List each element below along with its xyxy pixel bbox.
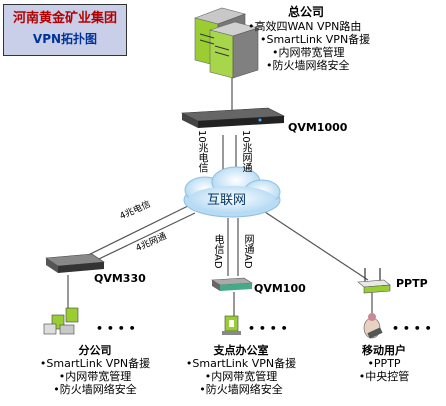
server-icon	[194, 7, 260, 79]
office-feature: •SmartLink VPN备援	[185, 357, 297, 370]
hq-feature-list: •高效四WAN VPN路由 •SmartLink VPN备援 •内网带宽管理 •…	[248, 20, 370, 72]
diagram-subtitle: VPN拓扑图	[32, 32, 98, 46]
branch-feature: •SmartLink VPN备援	[39, 357, 151, 370]
branch-block: 分公司 •SmartLink VPN备援 •内网带宽管理 •防火墙网络安全	[30, 344, 160, 396]
branch-feature: •内网带宽管理	[58, 370, 132, 383]
internet-label: 互联网	[207, 193, 247, 208]
mobile-link-line	[261, 209, 369, 281]
hq-router-label: QVM1000	[288, 121, 348, 134]
branch-telecom-line	[71, 204, 191, 264]
branch-ellipsis: • • • •	[96, 322, 136, 335]
workstation-icon	[222, 315, 241, 335]
office-feature: •内网带宽管理	[204, 370, 278, 383]
mobile-block: 移动用户 •PPTP •中央控管	[346, 344, 422, 383]
branch-name: 分公司	[78, 344, 112, 357]
mobile-name: 移动用户	[362, 344, 406, 357]
branch-router-label: QVM330	[94, 272, 146, 285]
diagram-title-box: 河南黄金矿业集团 VPN拓扑图	[3, 4, 127, 56]
workstation-icon	[43, 307, 79, 335]
mobile-ellipsis: • • • •	[392, 322, 432, 335]
mobile-feature: •PPTP	[367, 357, 401, 370]
hq-feature: •防火墙网络安全	[266, 59, 350, 72]
office-block: 支点办公室 •SmartLink VPN备援 •内网带宽管理 •防火墙网络安全	[176, 344, 306, 396]
router-icon	[45, 253, 105, 273]
hq-telecom-label: 10兆电信	[196, 130, 207, 173]
router-icon	[180, 107, 286, 128]
hq-name: 总公司	[288, 5, 325, 19]
office-telecom-label: 电信AD	[212, 234, 223, 269]
branch-feature: •防火墙网络安全	[53, 383, 137, 396]
diagram-title: 河南黄金矿业集团	[12, 11, 117, 26]
switch-icon	[211, 277, 253, 291]
office-ellipsis: • • • •	[248, 322, 288, 335]
hq-netcom-label: 10兆网通	[240, 130, 251, 173]
office-name: 支点办公室	[213, 344, 269, 357]
hq-feature: •内网带宽管理	[272, 46, 345, 59]
mobile-router-label: PPTP	[396, 277, 428, 290]
office-router-label: QVM100	[254, 282, 306, 295]
mobile-feature: •中央控管	[358, 370, 410, 383]
hq-feature: •高效四WAN VPN路由	[248, 20, 362, 33]
hq-feature: •SmartLink VPN备援	[260, 33, 371, 46]
office-feature: •防火墙网络安全	[199, 383, 283, 396]
office-netcom-label: 网通AD	[242, 234, 253, 269]
wireless-router-icon	[357, 268, 391, 294]
cloud-icon	[183, 166, 281, 218]
laptop-user-icon	[363, 313, 383, 339]
